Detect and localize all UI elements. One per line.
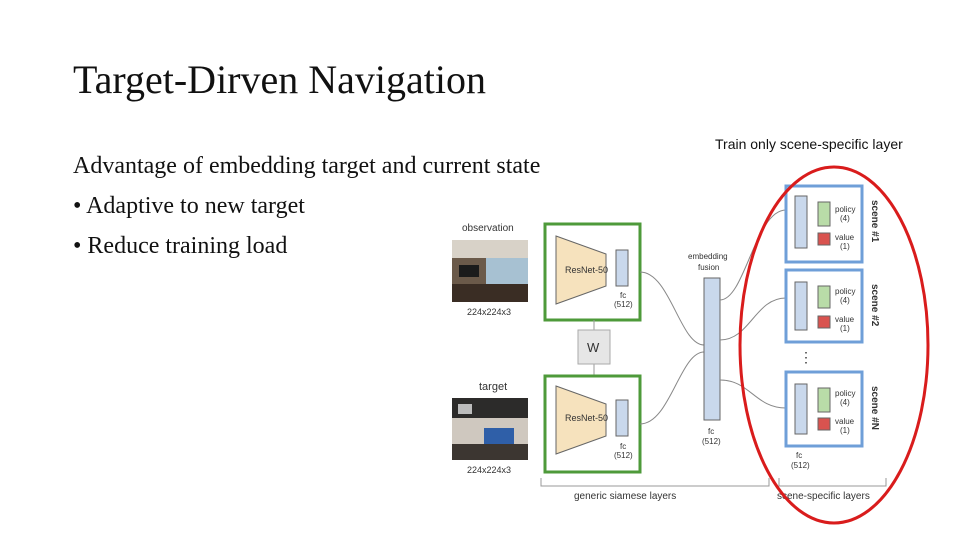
scene-n-head: policy (4) value (1) [786,372,862,446]
observation-fc-label: fc [620,291,626,300]
fusion-fc-dim: (512) [702,437,721,446]
scene-layers-bracket [779,478,886,486]
target-fc-dim: (512) [614,451,633,460]
embedding-fusion-layer [704,278,720,420]
scene-n-value-dim: (1) [840,426,850,435]
observation-to-fusion-arrow [640,272,704,345]
generic-layers-bracket [541,478,769,486]
scene-1-head: policy (4) value (1) [786,186,862,262]
scene-2-head: policy (4) value (1) [786,270,862,342]
scene-2-policy-label: policy [835,287,855,296]
scene-1-value-label: value [835,233,855,242]
target-fc-layer [616,400,628,436]
target-resnet-label: ResNet-50 [565,413,608,423]
scene-1-label: scene #1 [869,200,880,243]
scene-fc-label: fc [796,451,802,460]
target-image [452,398,528,460]
shared-weight-label: W [587,340,600,355]
observation-image [452,240,528,302]
fusion-to-scene2-arrow [720,298,786,340]
target-size-label: 224x224x3 [467,465,511,475]
fusion-fc-label: fc [708,427,714,436]
observation-resnet-label: ResNet-50 [565,265,608,275]
scene-n-policy-label: policy [835,389,855,398]
scene-2-label: scene #2 [869,284,880,327]
scene-ellipsis: ⋮ [799,349,813,365]
scene-2-value-dim: (1) [840,324,850,333]
observation-fc-layer [616,250,628,286]
target-label: target [479,381,507,393]
scene-1-policy-dim: (4) [840,214,850,223]
observation-label: observation [462,223,514,234]
scene-1-policy-label: policy [835,205,855,214]
fusion-to-sceneN-arrow [720,380,786,408]
observation-fc-dim: (512) [614,300,633,309]
scene-layers-label: scene-specific layers [777,491,870,502]
fusion-label-line2: fusion [698,263,719,272]
scene-2-value-label: value [835,315,855,324]
scene-fc-dim: (512) [791,461,810,470]
scene-n-policy-dim: (4) [840,398,850,407]
fusion-label-line1: embedding [688,252,728,261]
scene-n-label: scene #N [869,386,880,430]
target-to-fusion-arrow [640,352,704,424]
scene-1-value-dim: (1) [840,242,850,251]
observation-size-label: 224x224x3 [467,307,511,317]
scene-2-policy-dim: (4) [840,296,850,305]
generic-layers-label: generic siamese layers [574,491,676,502]
scene-n-value-label: value [835,417,855,426]
target-fc-label: fc [620,442,626,451]
